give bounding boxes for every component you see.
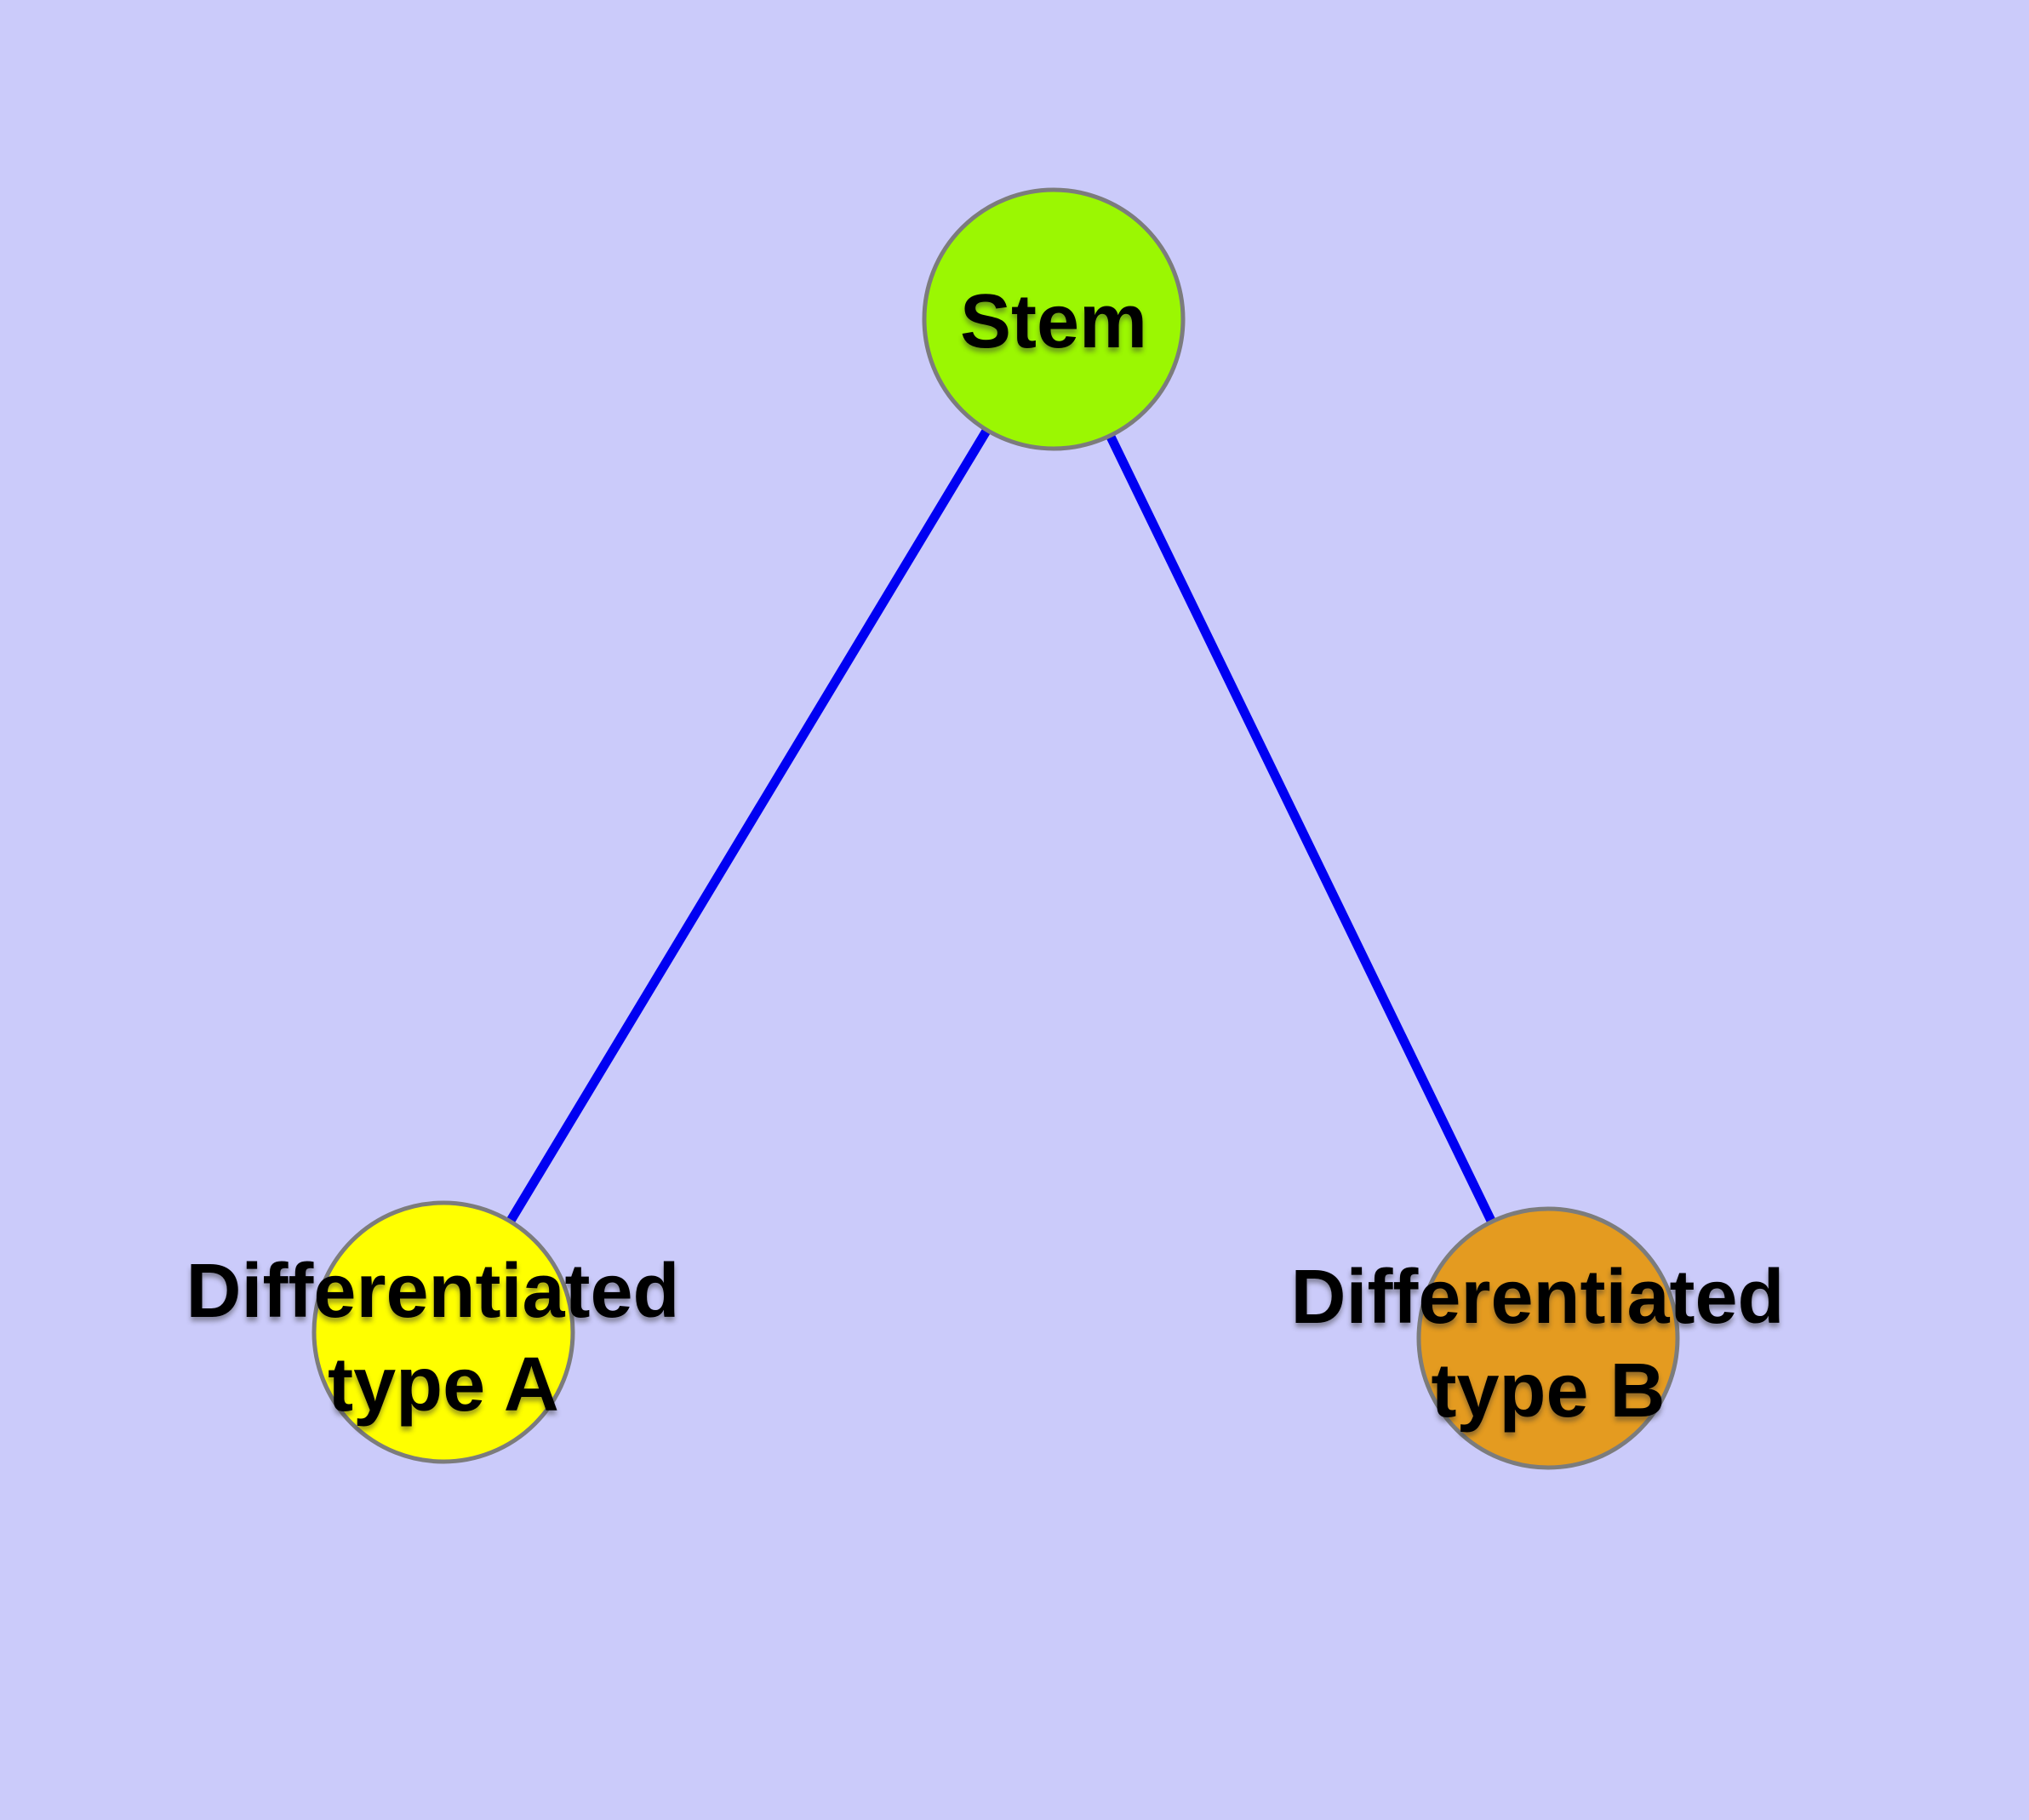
node-type-a-circle xyxy=(311,1200,575,1464)
node-type-b-circle xyxy=(1416,1206,1680,1470)
node-stem-label: Stem xyxy=(960,279,1147,364)
edge-group xyxy=(438,314,1553,1343)
edge-stem-to-type-b xyxy=(1049,314,1553,1343)
node-type-b-label: Differentiated type B xyxy=(1290,1255,1805,1434)
node-stem: Stem xyxy=(922,187,1186,451)
node-type-b-label-line2: type B xyxy=(1431,1348,1665,1434)
node-type-a-label-line1: Differentiated xyxy=(186,1249,679,1334)
node-differentiated-type-a: Differentiated type A xyxy=(186,1200,700,1464)
node-type-b-label-line1: Differentiated xyxy=(1290,1255,1784,1340)
node-type-a-label-line2: type A xyxy=(328,1342,559,1428)
node-type-a-label: Differentiated type A xyxy=(186,1249,700,1428)
edge-stem-to-type-a xyxy=(438,314,1059,1337)
node-differentiated-type-b: Differentiated type B xyxy=(1290,1206,1805,1470)
node-stem-circle xyxy=(922,187,1186,451)
